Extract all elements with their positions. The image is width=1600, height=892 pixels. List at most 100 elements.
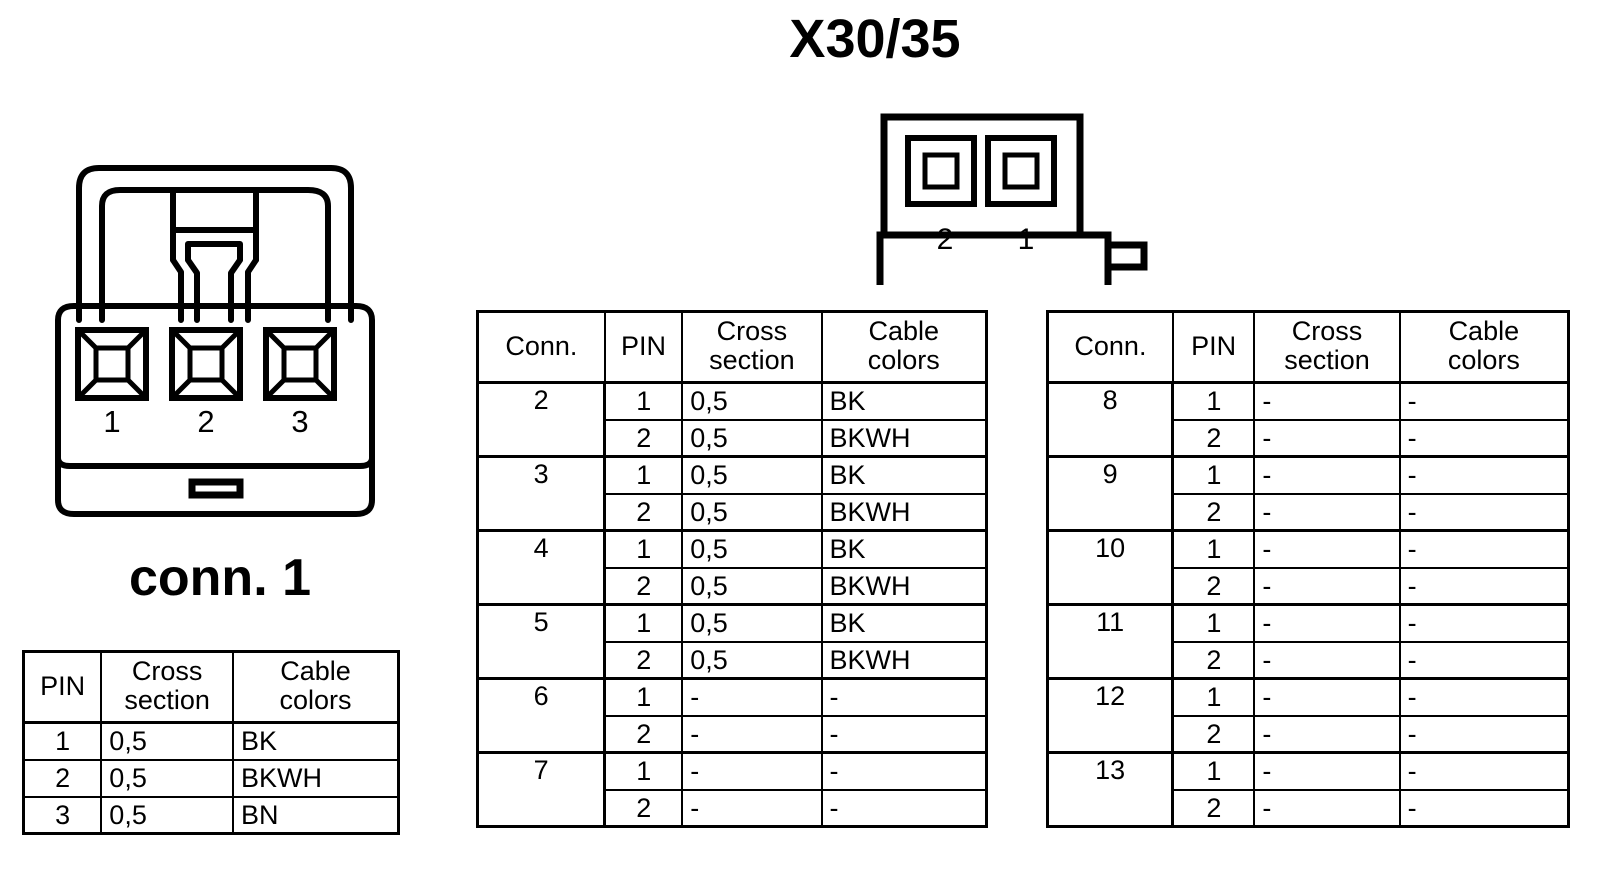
cell-cross: - — [1253, 381, 1401, 421]
cell-pin: 2 — [1171, 640, 1256, 680]
cell-cross: 0,5 — [681, 381, 823, 421]
table-row: 2-- — [1048, 640, 1570, 680]
connector-2pin-svg — [876, 113, 1148, 285]
page-title: X30/35 — [0, 8, 1600, 70]
header-cross-line1: Cross — [131, 656, 203, 686]
cell-pin: 2 — [1171, 566, 1256, 606]
cell-pin: 1 — [1171, 381, 1256, 421]
header-pin: PIN — [603, 310, 684, 385]
connector-3pin-label-2: 2 — [197, 404, 215, 439]
table-row: 2-- — [1048, 714, 1570, 754]
cell-color: - — [1398, 566, 1570, 606]
connector-2pin-label-2: 2 — [936, 223, 954, 256]
cell-cross: - — [681, 788, 823, 828]
header-conn: Conn. — [1046, 310, 1174, 385]
header-cross-line1: Cross — [716, 316, 788, 346]
connector-x3035-diagram: 2 1 — [870, 105, 1160, 285]
cell-color: - — [820, 788, 988, 828]
cell-pin: 2 — [1171, 492, 1256, 532]
cell-cross: 0,5 — [681, 566, 823, 606]
header-cross-line2: section — [1284, 345, 1370, 376]
table-row: 2-- — [1048, 788, 1570, 828]
cell-color: - — [1398, 714, 1570, 754]
table-header-row: Conn. PIN Cross section Cable colors — [476, 310, 988, 385]
connector-3pin-svg — [55, 165, 375, 517]
table-row: 2-- — [1048, 566, 1570, 606]
cell-color: BK — [820, 529, 988, 569]
cell-pin: 2 — [603, 418, 684, 458]
cell-color: - — [1398, 455, 1570, 495]
cell-color: - — [1398, 640, 1570, 680]
cell-pin: 2 — [603, 640, 684, 680]
cell-cross: 0,5 — [681, 418, 823, 458]
header-conn: Conn. — [476, 310, 606, 385]
cell-pin: 1 — [1171, 529, 1256, 569]
cell-cross: 0,5 — [681, 640, 823, 680]
cell-color: - — [820, 677, 988, 717]
conn1-pinout-table: PIN Cross section Cable colors 1 0,5 BK … — [22, 650, 400, 836]
cell-cross: 0,5 — [681, 529, 823, 569]
cell-pin: 2 — [1171, 714, 1256, 754]
header-cross-line2: section — [124, 685, 210, 716]
header-cable-colors: Cable colors — [232, 650, 400, 725]
cell-conn: 13 — [1046, 751, 1175, 828]
cell-cross: - — [1253, 677, 1401, 717]
cell-cross: - — [681, 751, 823, 791]
cell-color: - — [1398, 492, 1570, 532]
header-cable-colors: Cable colors — [820, 310, 988, 385]
cell-color: - — [1398, 529, 1570, 569]
cell-color: BN — [232, 795, 400, 835]
table-row: 2-- — [1048, 418, 1570, 458]
cell-conn: 3 — [476, 455, 607, 532]
table-row: 2-- — [478, 788, 988, 828]
conn1-caption: conn. 1 — [128, 549, 312, 607]
cell-cross: - — [1253, 751, 1401, 791]
header-pin-line1: PIN — [1191, 330, 1237, 361]
header-cable-colors: Cable colors — [1398, 310, 1570, 385]
header-conn-line1: Conn. — [505, 330, 578, 361]
cell-color: BKWH — [820, 492, 988, 532]
table-row: 2-- — [1048, 492, 1570, 532]
cell-pin: 2 — [603, 566, 684, 606]
cell-pin: 2 — [603, 714, 684, 754]
cell-pin: 2 — [1171, 418, 1256, 458]
header-cross-section: Cross section — [1253, 310, 1401, 385]
header-color-line2: colors — [279, 685, 352, 716]
header-pin-line1: PIN — [621, 330, 667, 361]
cell-cross: 0,5 — [100, 721, 234, 761]
table-row: 3 0,5 BN — [22, 795, 400, 835]
table-row: 2-- — [478, 714, 988, 754]
cell-cross: 0,5 — [100, 758, 234, 798]
cell-color: - — [820, 751, 988, 791]
cell-pin: 1 — [1171, 751, 1256, 791]
cell-pin: 1 — [603, 603, 684, 643]
header-cross-line2: section — [709, 345, 795, 376]
cell-conn: 11 — [1046, 603, 1175, 680]
cell-pin: 1 — [603, 677, 684, 717]
cell-cross: - — [1253, 566, 1401, 606]
cell-pin: 3 — [22, 795, 103, 835]
cell-conn: 6 — [476, 677, 607, 754]
cell-conn: 12 — [1046, 677, 1175, 754]
cell-pin: 2 — [22, 758, 103, 798]
cell-cross: - — [1253, 640, 1401, 680]
connector-3pin-label-3: 3 — [291, 404, 309, 439]
cell-conn: 10 — [1046, 529, 1175, 606]
cell-pin: 2 — [603, 492, 684, 532]
header-color-line1: Cable — [1448, 316, 1520, 346]
cell-cross: 0,5 — [100, 795, 234, 835]
header-color-line1: Cable — [868, 316, 940, 346]
cell-cross: - — [1253, 418, 1401, 458]
cell-color: - — [1398, 751, 1570, 791]
cell-cross: - — [1253, 788, 1401, 828]
